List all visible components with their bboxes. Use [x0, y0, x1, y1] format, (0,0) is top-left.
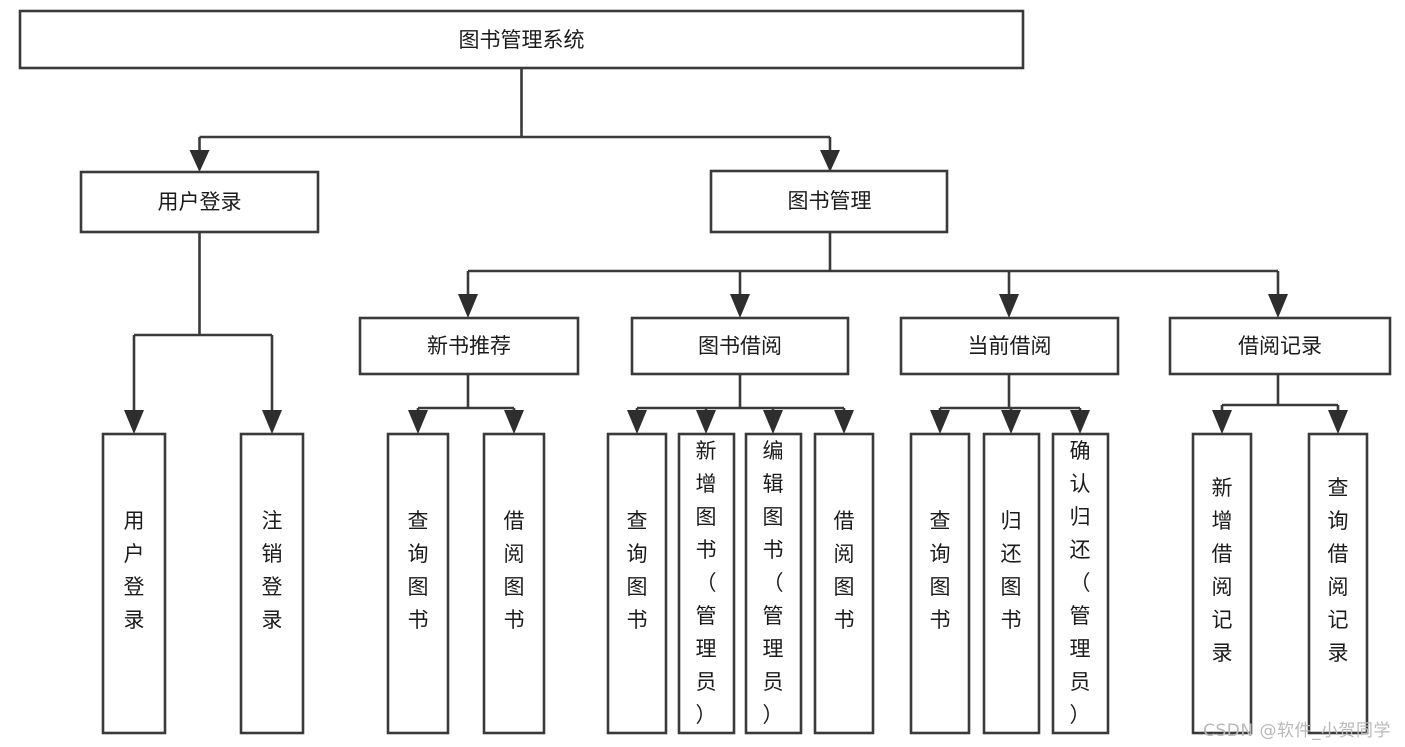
node-user-login-label: 用户登录 — [158, 190, 242, 214]
csdn-watermark: CSDN @软件_小贺同学 — [1203, 721, 1391, 741]
arrowhead-book-manage — [820, 150, 840, 172]
arrowhead-leaf-borrow-book-2 — [834, 410, 854, 434]
arrowhead-new-book-recommend — [458, 294, 478, 318]
node-new-book-recommend-label: 新书推荐 — [427, 334, 511, 358]
node-leaf-user-login-box[interactable] — [101, 432, 167, 735]
node-leaf-query-book-3-box[interactable] — [909, 432, 971, 735]
node-leaf-query-book-2-label: 查询图书 — [627, 509, 648, 632]
node-leaf-query-book-1-box[interactable] — [386, 432, 450, 735]
node-leaf-edit-book-box[interactable] — [744, 432, 803, 735]
arrowhead-leaf-add-book — [696, 410, 716, 434]
node-leaf-query-record-box[interactable] — [1307, 432, 1369, 735]
node-root-label: 图书管理系统 — [459, 28, 585, 52]
node-leaf-borrow-book-2[interactable]: 借阅图书 — [813, 432, 875, 735]
node-current-borrow-label: 当前借阅 — [968, 334, 1052, 358]
node-leaf-confirm-return[interactable]: 确认归还（管理员） — [1051, 432, 1110, 735]
node-user-login[interactable]: 用户登录 — [79, 170, 320, 234]
node-leaf-borrow-book-1-label: 借阅图书 — [504, 509, 525, 632]
node-new-book-recommend-box[interactable] — [358, 316, 580, 376]
node-borrow-record-box[interactable] — [1168, 316, 1392, 376]
node-leaf-query-record[interactable]: 查询借阅记录 — [1307, 432, 1369, 735]
arrowhead-leaf-user-login — [124, 410, 144, 434]
arrowhead-leaf-logout — [262, 410, 282, 434]
node-leaf-return-book-box[interactable] — [982, 432, 1041, 735]
node-leaf-borrow-book-2-label: 借阅图书 — [834, 509, 855, 632]
node-user-login-box[interactable] — [79, 170, 320, 234]
node-leaf-borrow-book-2-box[interactable] — [813, 432, 875, 735]
node-book-borrow-box[interactable] — [630, 316, 850, 376]
node-leaf-query-book-3[interactable]: 查询图书 — [909, 432, 971, 735]
arrowhead-user-login — [189, 150, 210, 172]
node-leaf-confirm-return-box[interactable] — [1051, 432, 1110, 735]
node-leaf-add-book[interactable]: 新增图书（管理员） — [677, 432, 736, 735]
node-leaf-return-book[interactable]: 归还图书 — [982, 432, 1041, 735]
node-leaf-logout[interactable]: 注销登录 — [239, 432, 305, 735]
node-root[interactable]: 图书管理系统 — [18, 9, 1025, 70]
node-leaf-query-book-3-label: 查询图书 — [930, 509, 951, 632]
node-leaf-edit-book[interactable]: 编辑图书（管理员） — [744, 432, 803, 735]
node-leaf-query-record-label: 查询借阅记录 — [1328, 476, 1349, 665]
node-leaf-user-login[interactable]: 用户登录 — [101, 432, 167, 735]
node-current-borrow[interactable]: 当前借阅 — [899, 316, 1120, 376]
node-leaf-borrow-book-1[interactable]: 借阅图书 — [482, 432, 546, 735]
arrowhead-leaf-borrow-book-1 — [504, 410, 524, 434]
node-leaf-borrow-book-1-box[interactable] — [482, 432, 546, 735]
arrowhead-leaf-query-book-1 — [408, 410, 428, 434]
arrowhead-leaf-add-record — [1212, 410, 1232, 434]
node-leaf-confirm-return-label: 确认归还（管理员） — [1070, 439, 1091, 727]
node-book-manage-label: 图书管理 — [788, 189, 872, 213]
node-leaf-logout-box[interactable] — [239, 432, 305, 735]
arrowhead-current-borrow — [999, 294, 1019, 318]
node-leaf-logout-label: 注销登录 — [262, 509, 283, 632]
arrowhead-leaf-query-record — [1328, 410, 1348, 434]
arrowhead-leaf-confirm-return — [1070, 410, 1090, 434]
node-borrow-record-label: 借阅记录 — [1238, 334, 1322, 358]
node-new-book-recommend[interactable]: 新书推荐 — [358, 316, 580, 376]
node-book-borrow-label: 图书借阅 — [698, 334, 782, 358]
node-leaf-return-book-label: 归还图书 — [1001, 509, 1022, 632]
node-leaf-query-book-2-box[interactable] — [606, 432, 668, 735]
node-leaf-add-record[interactable]: 新增借阅记录 — [1191, 432, 1253, 735]
node-leaf-query-book-2[interactable]: 查询图书 — [606, 432, 668, 735]
node-leaf-query-book-1-label: 查询图书 — [408, 509, 429, 632]
node-leaf-edit-book-label: 编辑图书（管理员） — [763, 439, 784, 727]
arrowhead-leaf-query-book-3 — [930, 410, 950, 434]
node-leaf-user-login-label: 用户登录 — [124, 509, 145, 632]
arrowhead-book-borrow — [730, 294, 750, 318]
node-leaf-query-book-1[interactable]: 查询图书 — [386, 432, 450, 735]
arrowhead-leaf-query-book-2 — [627, 410, 647, 434]
node-leaf-add-book-label: 新增图书（管理员） — [696, 439, 717, 727]
node-root-box[interactable] — [18, 9, 1025, 70]
connectors — [124, 68, 1348, 434]
node-book-manage[interactable]: 图书管理 — [709, 169, 949, 234]
node-book-borrow[interactable]: 图书借阅 — [630, 316, 850, 376]
arrowhead-borrow-record — [1268, 294, 1288, 318]
node-leaf-add-book-box[interactable] — [677, 432, 736, 735]
arrowhead-leaf-return-book — [1001, 410, 1021, 434]
node-book-manage-box[interactable] — [709, 169, 949, 234]
arrowhead-leaf-edit-book — [763, 410, 783, 434]
node-leaf-add-record-label: 新增借阅记录 — [1212, 476, 1233, 665]
node-borrow-record[interactable]: 借阅记录 — [1168, 316, 1392, 376]
node-leaf-add-record-box[interactable] — [1191, 432, 1253, 735]
node-current-borrow-box[interactable] — [899, 316, 1120, 376]
